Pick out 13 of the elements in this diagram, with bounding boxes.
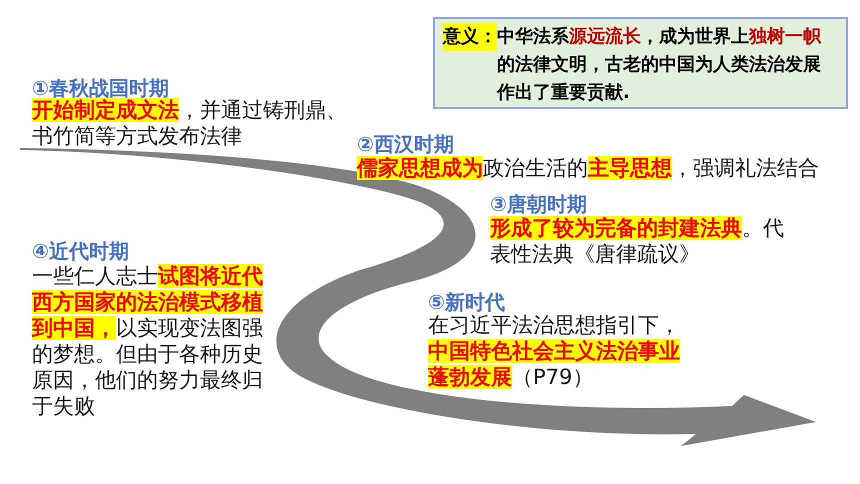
- period-heading: ④近代时期: [32, 238, 129, 264]
- note-text: 中华法系源远流长，成为世界上独树一帜的法律文明，古老的中国为人类法治发展作出了重要贡献.: [497, 25, 822, 105]
- period-description: 开始制定成文法，并通过铸刑鼎、书竹简等方式发布法律: [32, 98, 348, 149]
- period-heading: ②西汉时期: [357, 131, 454, 156]
- period-heading: ⑤新时代: [428, 289, 505, 314]
- period-description: 儒家思想成为政治生活的主导思想，强调礼法结合: [357, 155, 820, 181]
- period-heading: ①春秋战国时期: [32, 75, 169, 100]
- period-heading: ③唐朝时期: [490, 191, 587, 217]
- period-description: 在习近平法治思想指引下，中国特色社会主义法治事业蓬勃发展（P79）: [428, 312, 681, 390]
- note-label: 意义：: [443, 23, 497, 51]
- period-description: 形成了较为完备的封建法典。代表性法典《唐律疏议》: [490, 215, 785, 267]
- period-description: 一些仁人志士试图将近代西方国家的法治模式移植到中国，以实现变法图强的梦想。但由于各种历史原因，他们的努力最终归于失败: [32, 263, 264, 419]
- note-box: [433, 17, 848, 109]
